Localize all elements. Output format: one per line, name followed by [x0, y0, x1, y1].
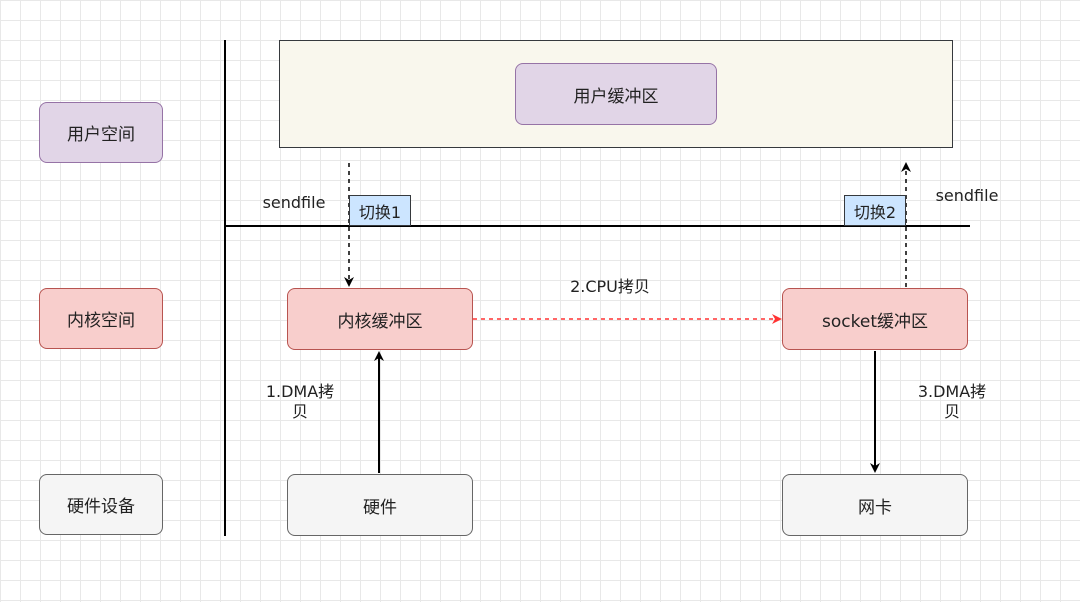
switch-2-tag: 切换2: [844, 195, 906, 226]
sendfile-label-left: sendfile: [262, 193, 326, 212]
switch-1-tag: 切换1: [349, 195, 411, 226]
dma-copy-1-line1: 1.DMA拷: [265, 382, 335, 401]
socket-buffer-box: socket缓冲区: [782, 288, 968, 350]
dma-copy-3-line2: 贝: [943, 402, 960, 421]
user-buffer-box: 用户缓冲区: [515, 63, 717, 125]
dma-copy-1-label: 1.DMA拷 贝: [255, 382, 345, 422]
dma-copy-3-label: 3.DMA拷 贝: [907, 382, 997, 422]
dma-copy-3-line1: 3.DMA拷: [917, 382, 987, 401]
hardware-devices-label: 硬件设备: [39, 474, 163, 535]
kernel-space-label: 内核空间: [39, 288, 163, 349]
user-space-label: 用户空间: [39, 102, 163, 163]
kernel-buffer-box: 内核缓冲区: [287, 288, 473, 350]
cpu-copy-label: 2.CPU拷贝: [570, 277, 650, 296]
sendfile-label-right: sendfile: [935, 186, 999, 205]
nic-box: 网卡: [782, 474, 968, 536]
hardware-box: 硬件: [287, 474, 473, 536]
dma-copy-1-line2: 贝: [291, 402, 308, 421]
